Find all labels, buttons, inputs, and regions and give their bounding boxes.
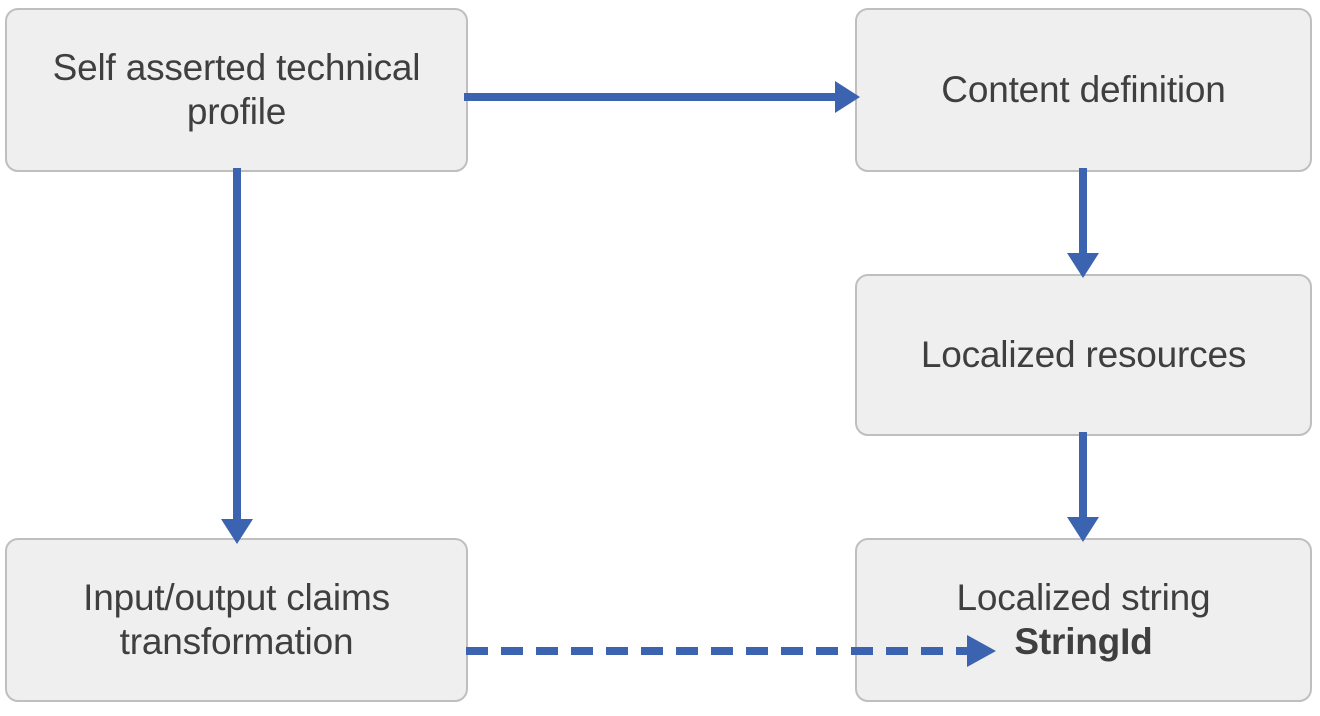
node-label: Input/output claims transformation (83, 576, 390, 662)
node-label: Localized string (956, 576, 1211, 618)
node-localized-string[interactable]: Localized string StringId (855, 538, 1312, 702)
node-label: Localized resources (920, 333, 1247, 375)
node-label-stringid: StringId (1014, 621, 1153, 662)
connector-profile-to-content-arrow (464, 81, 860, 113)
connector-claims-to-string-arrow (466, 635, 996, 667)
connector-resources-to-string-arrow (1067, 432, 1099, 542)
node-self-asserted-technical-profile[interactable]: Self asserted technical profile (5, 8, 468, 172)
node-label: Self asserted technical profile (52, 46, 421, 132)
node-content-definition[interactable]: Content definition (855, 8, 1312, 172)
node-input-output-claims-transformation[interactable]: Input/output claims transformation (5, 538, 468, 702)
connector-content-to-resources-arrow (1067, 168, 1099, 278)
connector-profile-to-claims-arrow (221, 168, 253, 544)
node-localized-resources[interactable]: Localized resources (855, 274, 1312, 436)
node-label-group: Localized string StringId (871, 576, 1296, 665)
node-label: Content definition (941, 68, 1226, 110)
